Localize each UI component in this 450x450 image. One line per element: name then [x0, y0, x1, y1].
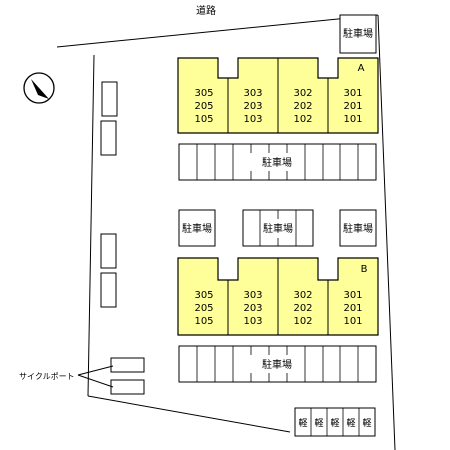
unit-number: 205	[194, 101, 213, 112]
lot-boundary-left	[87, 54, 95, 397]
parking-label: 駐車場	[263, 222, 293, 235]
light-vehicle-label: 軽	[330, 418, 339, 429]
unit-number: 101	[343, 316, 362, 327]
parking-stall-middle-left: 駐車場	[178, 209, 216, 247]
side-structure	[101, 81, 118, 117]
leader-line	[77, 365, 114, 376]
unit-number: 202	[293, 303, 312, 314]
parking-label: 駐車場	[262, 156, 292, 169]
unit-number: 201	[343, 101, 362, 112]
unit-number: 201	[343, 303, 362, 314]
light-vehicle-label: 軽	[362, 418, 371, 429]
road-edge	[56, 14, 379, 48]
side-structure	[100, 120, 117, 156]
bicycle-port	[110, 357, 145, 373]
parking-label: 駐車場	[262, 358, 292, 371]
building-letter: A	[358, 63, 365, 74]
unit-number: 205	[194, 303, 213, 314]
unit-number: 305	[194, 290, 213, 301]
unit-number: 103	[243, 316, 262, 327]
parking-stall-middle-center: 駐車場	[242, 209, 314, 247]
light-vehicle-label: 軽	[298, 418, 307, 429]
north-arrow-icon	[23, 72, 55, 104]
unit-number: 303	[243, 88, 262, 99]
parking-label: 駐車場	[182, 222, 212, 235]
unit-number: 101	[343, 114, 362, 125]
side-structure	[100, 272, 117, 308]
unit-number: 202	[293, 101, 312, 112]
light-vehicle-label: 軽	[346, 418, 355, 429]
unit-number: 103	[243, 114, 262, 125]
building-b: B 305 205 105 303 203 103 302 202 102 30…	[177, 257, 379, 336]
unit-number: 203	[243, 303, 262, 314]
unit-number: 302	[293, 88, 312, 99]
unit-number: 102	[293, 114, 312, 125]
unit-number: 203	[243, 101, 262, 112]
unit-number: 301	[343, 290, 362, 301]
light-vehicle-parking: 軽 軽 軽 軽 軽	[294, 407, 376, 437]
unit-number: 302	[293, 290, 312, 301]
parking-label: 駐車場	[343, 27, 373, 40]
unit-number: 105	[194, 114, 213, 125]
parking-row-1: 駐車場	[178, 143, 377, 181]
unit-number: 102	[293, 316, 312, 327]
building-a: A 305 205 105 303 203 103 302 202 102 30…	[177, 57, 379, 134]
bicycle-port-label: サイクルポート	[19, 372, 75, 381]
bicycle-port	[110, 379, 145, 395]
parking-label: 駐車場	[343, 222, 373, 235]
unit-number: 305	[194, 88, 213, 99]
leader-line	[77, 374, 114, 388]
parking-stall-top-right: 駐車場	[339, 14, 377, 54]
unit-number: 301	[343, 88, 362, 99]
road-label: 道路	[196, 4, 216, 17]
parking-row-2: 駐車場	[178, 345, 377, 383]
unit-number: 303	[243, 290, 262, 301]
lot-boundary-bottom	[87, 395, 291, 433]
building-letter: B	[361, 264, 368, 275]
side-structure	[100, 233, 117, 269]
unit-number: 105	[194, 316, 213, 327]
light-vehicle-label: 軽	[314, 418, 323, 429]
parking-stall-middle-right: 駐車場	[339, 209, 377, 247]
lot-boundary-right	[377, 14, 396, 450]
